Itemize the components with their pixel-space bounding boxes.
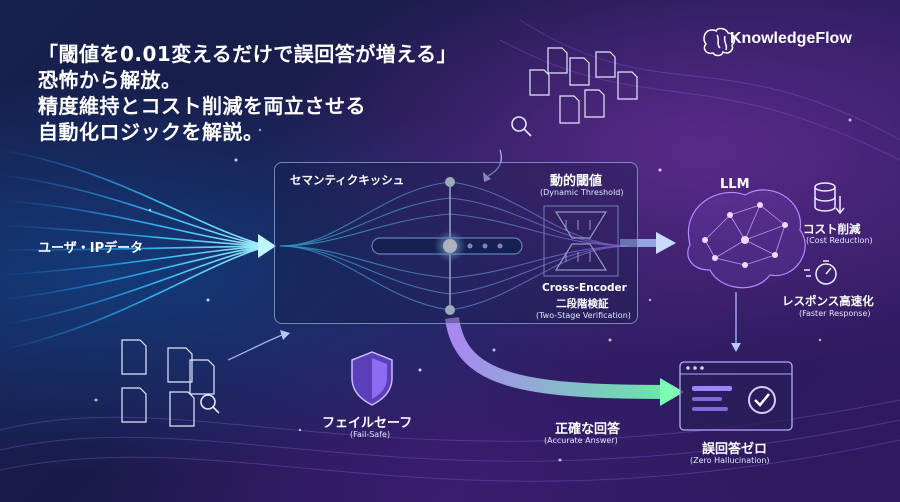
database-icon bbox=[814, 182, 845, 215]
llm-label: LLM bbox=[720, 177, 750, 192]
failsafe-label: フェイルセーフ bbox=[322, 416, 413, 431]
sparkle-dots bbox=[94, 118, 852, 462]
input-label: ユーザ・IPデータ bbox=[38, 241, 144, 256]
stopwatch-icon bbox=[804, 260, 837, 285]
semantic-cache-panel bbox=[274, 162, 638, 324]
speed-label: レスポンス高速化 bbox=[782, 294, 874, 308]
headline-line-1: 「閾値を0.01変えるだけで誤回答が増える」 bbox=[38, 42, 458, 66]
accurate-answer-arrow bbox=[445, 316, 666, 399]
cost-sub: (Cost Reduction) bbox=[806, 236, 873, 245]
arrow-docs-to-cache-head bbox=[483, 172, 491, 182]
shield-icon bbox=[351, 351, 393, 406]
document-stack-icon bbox=[529, 47, 638, 124]
threshold-label: 動的閾値 bbox=[550, 174, 603, 189]
accurate-sub: (Accurate Answer) bbox=[544, 436, 618, 445]
slider-dot bbox=[467, 243, 473, 249]
failsafe-sub: (Fail-Safe) bbox=[350, 430, 391, 439]
arrow-docs-bottom-to-cache bbox=[227, 334, 283, 361]
arrow-llm-to-result-head bbox=[731, 343, 741, 352]
accurate-label: 正確な回答 bbox=[555, 422, 621, 437]
cross-encoder-label-jp: 二段階検証 bbox=[556, 298, 609, 310]
brand-name: KnowledgeFlow bbox=[730, 30, 852, 47]
cache-label: セマンティクキッシュ bbox=[290, 173, 405, 187]
zero-label: 誤回答ゼロ bbox=[702, 442, 768, 457]
threshold-slider-knob[interactable] bbox=[443, 239, 457, 253]
threshold-top-dot bbox=[445, 177, 455, 187]
input-data-stream bbox=[0, 149, 269, 351]
slider-dot bbox=[497, 243, 503, 249]
decorative-wave-lines bbox=[0, 19, 900, 482]
speed-sub: (Faster Response) bbox=[799, 309, 871, 318]
zero-sub: (Zero Hallucination) bbox=[690, 456, 770, 465]
headline-line-2: 恐怖から解放。 bbox=[38, 68, 182, 92]
cost-label: コスト削減 bbox=[803, 222, 861, 236]
magnifier-bottom-icon bbox=[200, 394, 220, 414]
brain-icon bbox=[703, 27, 736, 57]
cross-encoder-label: Cross-Encoder bbox=[542, 282, 627, 294]
threshold-sub: (Dynamic Threshold) bbox=[540, 188, 624, 197]
document-stack-bottom-icon bbox=[121, 339, 215, 427]
arrow-docs-to-cache bbox=[487, 149, 502, 177]
headline-line-4: 自動化ロジックを解説。 bbox=[38, 120, 264, 144]
headline-line-3: 精度維持とコスト削減を両立させる bbox=[38, 94, 366, 118]
check-window-icon bbox=[679, 361, 793, 431]
accurate-answer-arrow-head bbox=[660, 378, 684, 406]
cross-encoder-sub: (Two-Stage Verification) bbox=[536, 311, 631, 320]
neural-brain-icon bbox=[687, 189, 806, 289]
cross-encoder-filter-icon bbox=[543, 205, 619, 277]
arrow-to-llm-head bbox=[656, 232, 676, 254]
arrow-docs-bottom-head bbox=[280, 330, 290, 340]
threshold-bottom-dot bbox=[445, 305, 455, 315]
slider-dot bbox=[482, 243, 488, 249]
input-arrow-head bbox=[258, 234, 276, 258]
magnifier-icon bbox=[511, 116, 532, 137]
